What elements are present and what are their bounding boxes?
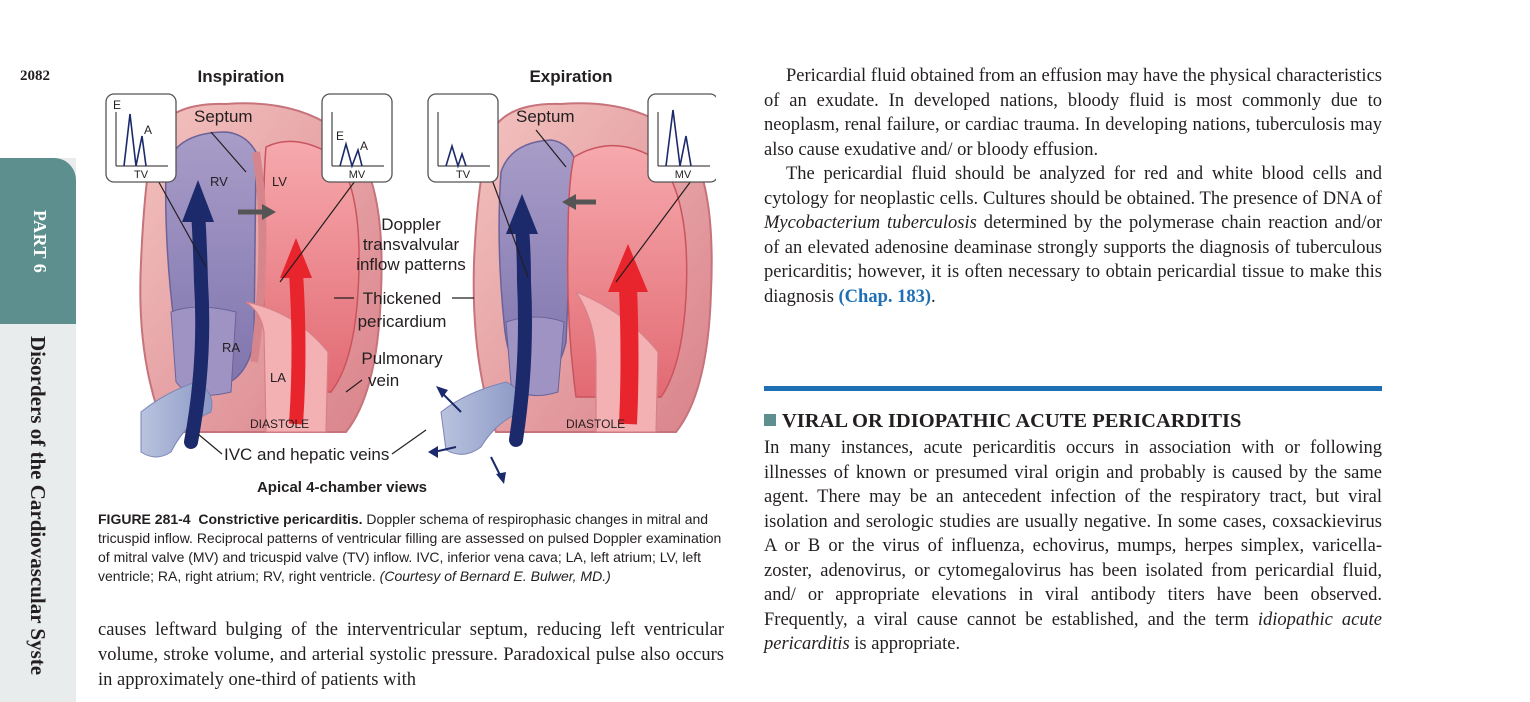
section-heading: VIRAL OR IDIOPATHIC ACUTE PERICARDITIS <box>764 410 1382 433</box>
inset-exp-mv: MV <box>647 93 716 183</box>
inspiration-heart <box>139 102 383 458</box>
label-thick-2: pericardium <box>358 312 447 331</box>
insp-mv-a: A <box>360 139 368 153</box>
label-septum-right: Septum <box>516 107 575 126</box>
paragraph-3: In many instances, acute pericarditis oc… <box>764 436 1382 657</box>
label-ra: RA <box>222 340 240 355</box>
exp-tv-label: TV <box>456 169 471 181</box>
insp-tv-a: A <box>144 123 152 137</box>
insp-mv-e: E <box>336 129 344 143</box>
label-doppler-3: inflow patterns <box>356 255 466 274</box>
caption-label: FIGURE 281-4 <box>98 511 191 527</box>
part-label: PART 6 <box>30 210 50 274</box>
p3-end: is appropriate. <box>849 634 961 654</box>
inset-insp-mv: E A MV <box>321 93 393 183</box>
page-number: 2082 <box>20 68 50 84</box>
right-column-bottom: In many instances, acute pericarditis oc… <box>764 436 1382 657</box>
caption-body: Doppler schema of respirophasic changes … <box>98 511 722 584</box>
p2-end: . <box>931 286 936 307</box>
heading-square-icon <box>764 414 776 426</box>
label-septum-left: Septum <box>194 107 253 126</box>
inset-exp-tv: TV <box>427 93 499 183</box>
p3-text-a: In many instances, acute pericarditis oc… <box>764 438 1382 630</box>
p3-italic: idiopathic acute pericarditis <box>764 609 1382 655</box>
inspiration-title: Inspiration <box>198 67 285 86</box>
right-column-top: Pericardial fluid obtained from an effus… <box>764 64 1382 309</box>
insp-tv-e: E <box>113 98 121 112</box>
label-rv: RV <box>210 174 228 189</box>
label-diastole-left: DIASTOLE <box>250 417 309 431</box>
heading-text: VIRAL OR IDIOPATHIC ACUTE PERICARDITIS <box>782 410 1242 432</box>
label-doppler-1: Doppler <box>381 215 441 234</box>
exp-mv-label: MV <box>675 169 692 181</box>
label-la: LA <box>270 370 286 385</box>
chapter-ref-link[interactable]: (Chap. 183) <box>838 286 932 307</box>
part-tab <box>0 158 76 324</box>
expiration-title: Expiration <box>529 67 612 86</box>
paragraph-1: Pericardial fluid obtained from an effus… <box>764 66 1382 160</box>
caption-credit: (Courtesy of Bernard E. Bulwer, MD.) <box>379 568 611 584</box>
label-pulm-2: vein <box>368 371 399 390</box>
label-doppler-2: transvalvular <box>363 235 460 254</box>
paragraph-2: The pericardial fluid should be analyzed… <box>764 162 1382 309</box>
label-ivc: IVC and hepatic veins <box>224 445 389 464</box>
p2-italic: Mycobacterium tuberculosis <box>764 213 977 233</box>
section-label: Disorders of the Cardiovascular Syste <box>26 336 50 676</box>
label-pulm-1: Pulmonary <box>361 349 443 368</box>
figure-caption: FIGURE 281-4 Constrictive pericarditis. … <box>98 510 724 586</box>
section-rule <box>764 386 1382 391</box>
insp-tv-label: TV <box>134 169 149 181</box>
label-apical-views: Apical 4-chamber views <box>257 479 427 496</box>
caption-title: Constrictive pericarditis. <box>198 511 363 527</box>
label-lv: LV <box>272 174 287 189</box>
p2-text-a: The pericardial fluid should be analyzed… <box>764 164 1382 209</box>
label-thick-1: Thickened <box>363 289 441 308</box>
insp-mv-label: MV <box>349 169 366 181</box>
figure-illustration: Inspiration Expiration <box>105 67 716 496</box>
left-body-text: causes leftward bulging of the intervent… <box>98 620 724 690</box>
p2-text-b: determined by the polymerase chain react… <box>764 213 1382 307</box>
inset-insp-tv: E A TV <box>105 93 177 183</box>
label-diastole-right: DIASTOLE <box>566 417 625 431</box>
